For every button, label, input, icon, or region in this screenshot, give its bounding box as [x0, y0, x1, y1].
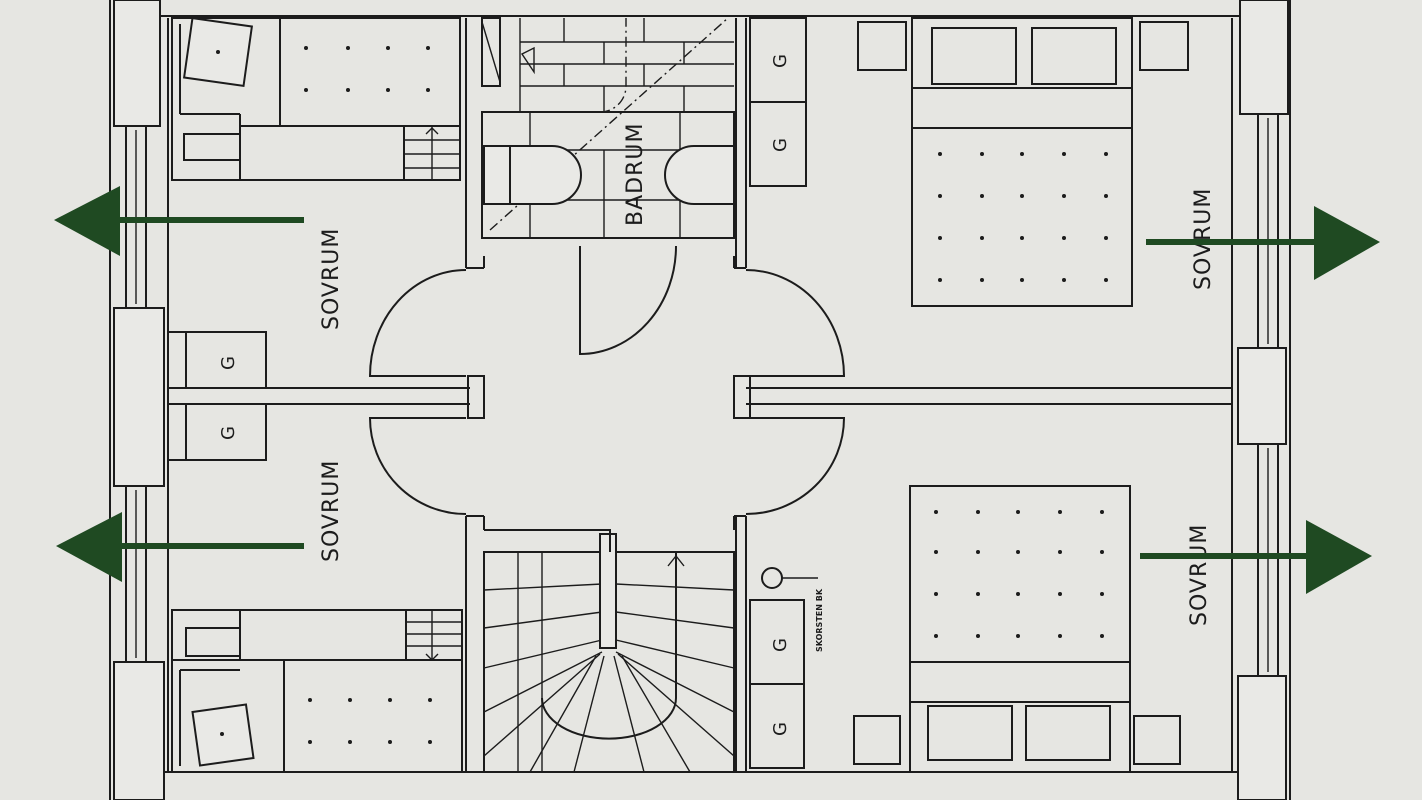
- bedroom-bottom-left: SOVRUM: [171, 460, 463, 773]
- staircase: [483, 529, 735, 773]
- interior-walls: [168, 18, 1232, 772]
- wardrobe-label-right-2: G: [770, 138, 791, 152]
- wardrobe-label-right-3: G: [770, 638, 791, 652]
- bedroom-top-right: SOVRUM: [857, 17, 1216, 307]
- arrow-left-bottom: [56, 512, 304, 582]
- chimney-label: SKORSTEN BK: [815, 588, 824, 652]
- arrow-right-bottom: [1140, 520, 1372, 594]
- chimney: SKORSTEN BK: [761, 567, 824, 652]
- left-wardrobes: G G: [167, 331, 267, 461]
- bedroom-top-left-label: SOVRUM: [319, 228, 344, 330]
- door-swings: [368, 245, 846, 515]
- bathroom-label: BADRUM: [623, 123, 648, 226]
- mattress-dots: [304, 46, 430, 92]
- direction-arrows: [54, 186, 1380, 594]
- outer-walls: [109, 0, 1291, 800]
- right-top-wardrobes: G G: [749, 17, 807, 187]
- right-bottom-wardrobes: G G: [749, 599, 805, 769]
- bedroom-top-right-label: SOVRUM: [1191, 188, 1216, 290]
- mattress-dots: [934, 510, 1104, 638]
- bedroom-bottom-right-label: SOVRUM: [1187, 524, 1212, 626]
- mattress-dots: [938, 152, 1108, 282]
- wardrobe-label-left-1: G: [218, 356, 239, 370]
- bedroom-bottom-left-label: SOVRUM: [319, 460, 344, 562]
- bedroom-top-left: SOVRUM: [171, 16, 461, 330]
- arrow-left-top: [54, 186, 304, 256]
- bathroom: BADRUM: [481, 17, 735, 239]
- arrow-right-top: [1146, 206, 1380, 280]
- mattress-dots: [308, 698, 432, 744]
- wardrobe-label-right-4: G: [770, 722, 791, 736]
- wardrobe-label-left-2: G: [218, 426, 239, 440]
- bedroom-bottom-right: SOVRUM: [853, 485, 1212, 773]
- wardrobe-label-right-1: G: [770, 54, 791, 68]
